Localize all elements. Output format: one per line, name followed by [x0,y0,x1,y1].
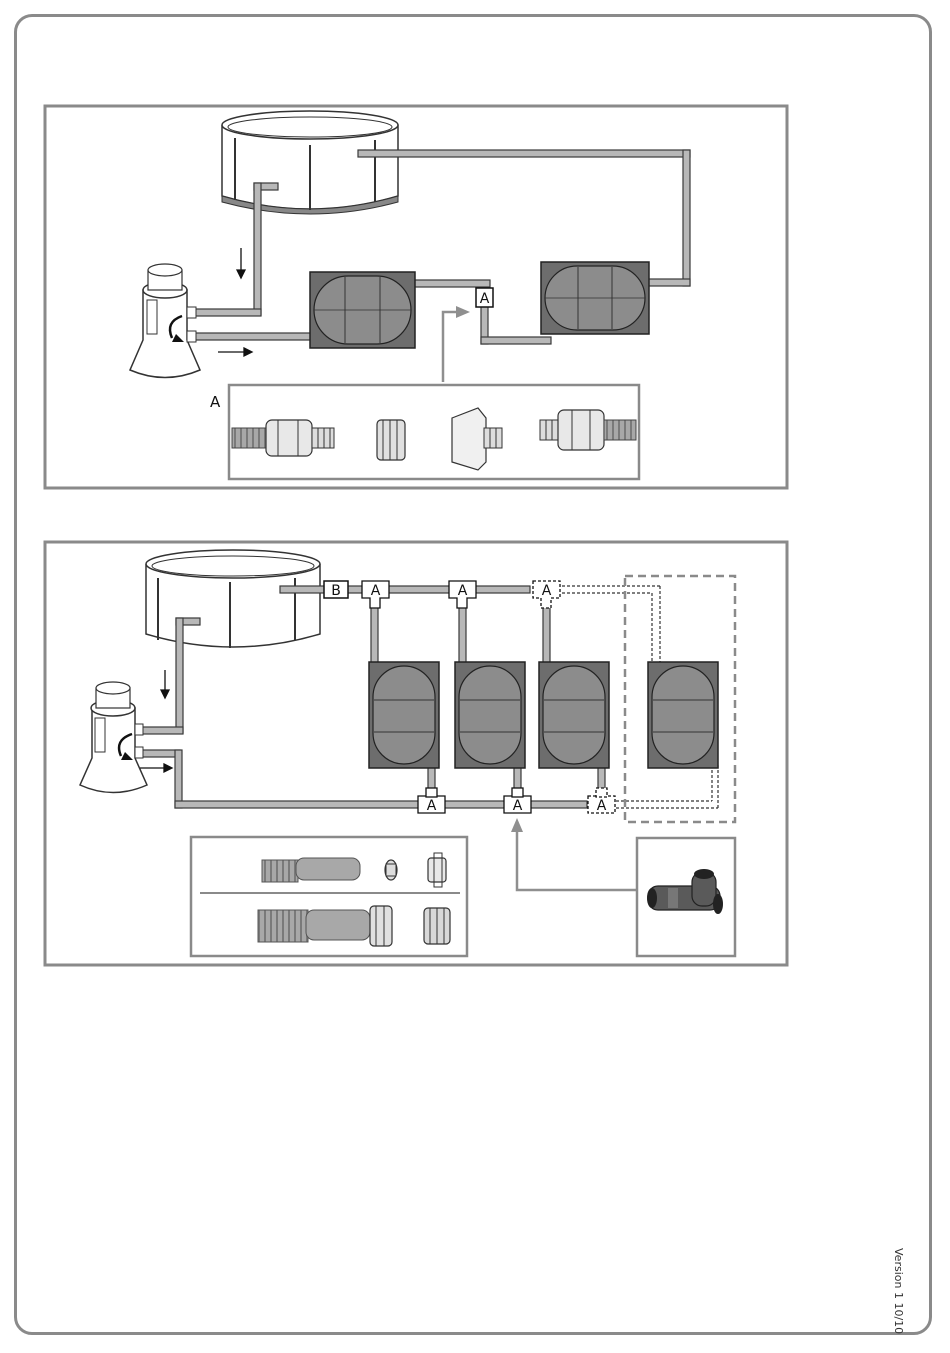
detail-box-label: A [210,393,221,411]
tee-junction-top-3-optional: A [533,581,560,608]
hose-icon [262,858,360,882]
filter-pump-icon [130,264,200,378]
tee-junction-bottom-3-optional: A [588,788,615,814]
version-label: Version 1 10/10 [892,1248,905,1334]
junction-a-label: A [371,583,381,599]
hose-clamp-icon [385,860,397,880]
detail-callout-arrow-1 [443,306,470,382]
pool-icon [146,550,320,648]
connector-fitting-icon [428,853,446,887]
solar-collector-icon [310,272,415,348]
tee-junction-bottom-1: A [418,788,445,814]
tee-junction-bottom-2: A [504,788,531,814]
solar-collector-icon [455,662,525,768]
solar-collector-icon [541,262,649,334]
junction-b: B [324,581,348,599]
junction-a-1: A [476,288,493,307]
hose-icon [258,906,392,946]
filter-pump-icon [80,682,147,793]
junction-a-label: A [427,798,437,814]
pool-icon [222,111,398,214]
diagram-1: A [45,106,787,488]
junction-a-label: A [542,583,552,599]
solar-collector-icon [648,662,718,768]
hose-adapters-detail-box [191,837,467,956]
junction-b-label: B [331,583,341,599]
tee-junction-top-1: A [362,581,389,608]
tee-junction-top-2: A [449,581,476,608]
junction-a-label: A [597,798,607,814]
junction-a-label: A [458,583,468,599]
diagram-2: B A A A A A A [45,542,787,965]
detail-box-a: A [210,385,639,479]
solar-collector-icon [539,662,609,768]
solar-collector-icon [369,662,439,768]
junction-a-label: A [480,291,490,307]
connector-fitting-icon [377,420,405,460]
tee-connector-detail-box [637,838,735,956]
junction-a-label: A [513,798,523,814]
detail-callout-arrow-2 [511,818,636,890]
threaded-adapter-icon [424,908,450,944]
